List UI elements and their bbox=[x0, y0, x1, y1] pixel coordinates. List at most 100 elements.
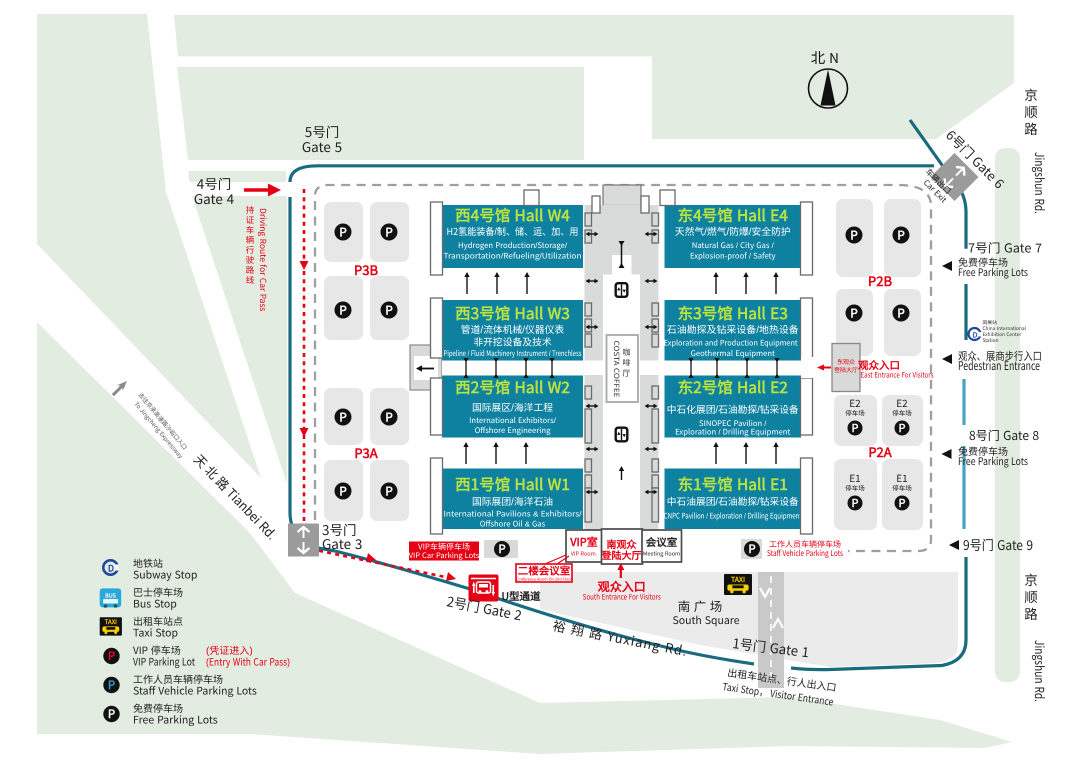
svg-text:Transportation/Refueling/Utili: Transportation/Refueling/Utilization bbox=[444, 251, 582, 262]
svg-text:E1: E1 bbox=[896, 470, 907, 485]
svg-text:Pedestrian Entrance: Pedestrian Entrance bbox=[958, 357, 1040, 374]
svg-text:International Pavilions & Exhi: International Pavilions & Exhibitors/ bbox=[444, 509, 583, 520]
svg-text:Hydrogen Production/Storage/: Hydrogen Production/Storage/ bbox=[458, 240, 568, 251]
svg-text:5号门: 5号门 bbox=[305, 121, 340, 141]
svg-text:3号门: 3号门 bbox=[322, 519, 357, 539]
svg-text:Explosion-proof / Safety: Explosion-proof / Safety bbox=[690, 251, 776, 262]
svg-text:厅: 厅 bbox=[623, 368, 631, 379]
svg-text:P: P bbox=[899, 495, 906, 511]
svg-text:VIP Room.: VIP Room. bbox=[571, 550, 598, 558]
svg-text:国际展区/海洋工程: 国际展区/海洋工程 bbox=[472, 400, 553, 414]
svg-text:Offshore Engineering: Offshore Engineering bbox=[475, 425, 551, 436]
svg-text:P2A: P2A bbox=[868, 442, 892, 461]
svg-text:Meeting Room: Meeting Room bbox=[643, 550, 680, 558]
svg-text:P: P bbox=[850, 226, 858, 243]
svg-text:停车场: 停车场 bbox=[845, 408, 865, 418]
svg-text:东2号馆 Hall E2: 东2号馆 Hall E2 bbox=[678, 376, 789, 398]
svg-text:路: 路 bbox=[246, 264, 255, 276]
svg-text:观众、展商步行入口: 观众、展商步行入口 bbox=[958, 348, 1042, 364]
svg-text:工作人员车辆停车场: 工作人员车辆停车场 bbox=[133, 671, 223, 686]
svg-text:西1号馆 Hall W1: 西1号馆 Hall W1 bbox=[455, 473, 570, 495]
svg-text:SINOPEC Pavilion /: SINOPEC Pavilion / bbox=[699, 418, 767, 429]
svg-text:Gate 4: Gate 4 bbox=[194, 188, 235, 208]
svg-text:咖: 咖 bbox=[623, 347, 631, 358]
svg-text:China International: China International bbox=[983, 325, 1027, 332]
svg-text:South Square: South Square bbox=[672, 613, 739, 628]
svg-text:8号门 Gate 8: 8号门 Gate 8 bbox=[969, 425, 1039, 444]
svg-text:驶: 驶 bbox=[246, 254, 255, 266]
svg-text:南 广 场: 南 广 场 bbox=[678, 596, 722, 615]
svg-text:车: 车 bbox=[246, 224, 255, 236]
svg-text:P: P bbox=[852, 420, 859, 436]
svg-text:出租车站点: 出租车站点 bbox=[133, 613, 183, 628]
svg-text:国际展团/海洋石油: 国际展团/海洋石油 bbox=[472, 494, 553, 508]
svg-text:线: 线 bbox=[246, 274, 255, 286]
svg-text:P: P bbox=[339, 223, 347, 240]
svg-text:巴士停车场: 巴士停车场 bbox=[133, 584, 183, 599]
svg-text:免费停车场: 免费停车场 bbox=[958, 254, 1008, 269]
svg-text:管道/流体机械/仪器仪表: 管道/流体机械/仪器仪表 bbox=[461, 322, 565, 336]
svg-text:观众入口: 观众入口 bbox=[857, 358, 900, 373]
svg-text:路: 路 bbox=[1024, 118, 1038, 138]
svg-text:P: P bbox=[852, 495, 859, 511]
svg-text:Jingshun Rd.: Jingshun Rd. bbox=[1031, 640, 1050, 702]
svg-text:Free Parking Lots: Free Parking Lots bbox=[958, 454, 1028, 469]
svg-text:International Exhibitors/: International Exhibitors/ bbox=[469, 415, 557, 426]
svg-text:TAXI: TAXI bbox=[731, 574, 745, 584]
svg-text:Exploration and Production Equ: Exploration and Production Equipment / bbox=[664, 338, 803, 349]
svg-text:E1: E1 bbox=[849, 470, 860, 485]
svg-text:北: 北 bbox=[811, 47, 826, 68]
svg-text:东观众: 东观众 bbox=[837, 357, 855, 366]
svg-text:二楼会议室: 二楼会议室 bbox=[518, 564, 571, 579]
svg-text:Offshore Oil & Gas: Offshore Oil & Gas bbox=[480, 519, 546, 530]
svg-text:停车场: 停车场 bbox=[845, 483, 865, 493]
svg-text:Jingshun Rd.: Jingshun Rd. bbox=[1031, 152, 1050, 214]
svg-text:中石油展团/石油勘探/钻采设备: 中石油展团/石油勘探/钻采设备 bbox=[667, 494, 799, 508]
svg-text:Gate 5: Gate 5 bbox=[302, 136, 342, 156]
svg-text:Taxi Stop: Taxi Stop bbox=[133, 626, 178, 641]
svg-text:观众入口: 观众入口 bbox=[598, 578, 646, 595]
svg-text:京: 京 bbox=[1024, 569, 1038, 589]
svg-text:Gate 3: Gate 3 bbox=[322, 533, 362, 553]
svg-text:P: P bbox=[108, 648, 115, 664]
svg-text:登陆大厅: 登陆大厅 bbox=[601, 547, 642, 562]
svg-text:免费停车场: 免费停车场 bbox=[133, 700, 183, 715]
svg-text:行: 行 bbox=[246, 244, 255, 256]
svg-text:P: P bbox=[850, 304, 858, 321]
svg-text:京: 京 bbox=[1024, 84, 1038, 104]
svg-text:N: N bbox=[829, 47, 839, 67]
svg-text:VIP Parking Lot: VIP Parking Lot bbox=[133, 655, 195, 670]
svg-text:P: P bbox=[108, 706, 115, 722]
svg-text:会议室: 会议室 bbox=[646, 535, 678, 550]
svg-text:顺: 顺 bbox=[1024, 586, 1038, 606]
svg-text:East Entrance For Visitors: East Entrance For Visitors bbox=[861, 370, 934, 381]
svg-text:证: 证 bbox=[246, 214, 255, 226]
svg-text:P2B: P2B bbox=[868, 271, 892, 290]
svg-text:VIP 停车场: VIP 停车场 bbox=[133, 642, 181, 657]
svg-text:P: P bbox=[748, 541, 755, 557]
svg-text:Free Parking Lots: Free Parking Lots bbox=[133, 713, 218, 728]
svg-text:非开挖设备及技术: 非开挖设备及技术 bbox=[473, 335, 552, 349]
svg-text:P3B: P3B bbox=[354, 260, 378, 279]
svg-text:顺: 顺 bbox=[1024, 101, 1038, 121]
svg-text:South Entrance For Visitors: South Entrance For Visitors bbox=[583, 592, 661, 603]
svg-text:H2氢能装备/制、储、运、加、用: H2氢能装备/制、储、运、加、用 bbox=[447, 224, 579, 238]
svg-text:南观众: 南观众 bbox=[607, 536, 638, 551]
svg-text:登陆大厅: 登陆大厅 bbox=[834, 365, 858, 374]
svg-text:Conference Room On 2nd Floor: Conference Room On 2nd Floor bbox=[516, 577, 573, 583]
svg-text:中石化展团/石油勘探/钻采设备: 中石化展团/石油勘探/钻采设备 bbox=[667, 402, 799, 416]
svg-text:P: P bbox=[385, 223, 393, 240]
svg-text:免费停车场: 免费停车场 bbox=[958, 443, 1008, 458]
svg-text:停车场: 停车场 bbox=[892, 408, 912, 418]
svg-text:东1号馆 Hall E1: 东1号馆 Hall E1 bbox=[678, 473, 788, 495]
svg-text:4号门: 4号门 bbox=[197, 173, 232, 193]
svg-text:VIP车辆停车场: VIP车辆停车场 bbox=[418, 542, 470, 553]
svg-text:西4号馆 Hall W4: 西4号馆 Hall W4 bbox=[455, 204, 570, 226]
svg-text:VIP Car Parking Lots: VIP Car Parking Lots bbox=[409, 550, 480, 561]
svg-text:停车场: 停车场 bbox=[892, 483, 912, 493]
svg-text:COSTA COFFEE: COSTA COFFEE bbox=[611, 341, 621, 398]
svg-text:Staff Vehicle Parking Lots: Staff Vehicle Parking Lots bbox=[767, 548, 843, 559]
svg-text:D: D bbox=[108, 562, 114, 575]
svg-text:P: P bbox=[385, 301, 393, 318]
svg-text:Free Parking Lots: Free Parking Lots bbox=[958, 265, 1028, 280]
